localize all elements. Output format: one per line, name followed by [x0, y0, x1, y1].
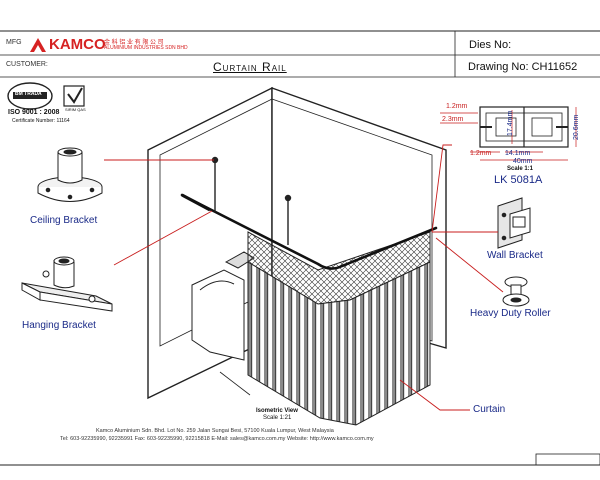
drawing-no-label: Drawing No: CH11652 — [468, 61, 578, 73]
profile-scale: Scale 1:1 — [507, 166, 534, 172]
leader-lines — [104, 144, 504, 411]
cert-badge: SIRIM QAS — [65, 107, 86, 112]
wall-bracket-drawing — [497, 197, 531, 249]
dies-no-label: Dies No: — [469, 39, 512, 51]
iso-view-scale: Scale 1:21 — [263, 415, 292, 421]
cert-number: Certificate Number: 11164 — [12, 118, 70, 124]
label-hanging-bracket: Hanging Bracket — [22, 320, 96, 331]
view-arrow-line — [219, 371, 251, 396]
label-wall-bracket: Wall Bracket — [487, 250, 543, 261]
company-sub-line1: 金 科 铝 业 有 限 公 司 — [104, 40, 164, 46]
label-ceiling-bracket: Ceiling Bracket — [30, 215, 98, 226]
rail-end — [181, 193, 211, 212]
company-sub-line2: ALUMINIUM INDUSTRIES SDN BHD — [104, 45, 188, 51]
cert-logo-text: BM TRADA — [15, 91, 42, 97]
certification-logo — [7, 82, 85, 110]
title-block — [0, 31, 600, 78]
profile-dim-7: 40mm — [513, 158, 533, 165]
footer-address: Kamco Aluminium Sdn. Bhd. Lot No. 259 Ja… — [96, 428, 334, 434]
customer-label: CUSTOMER: — [6, 61, 48, 68]
profile-dim-4: 20.6mm — [573, 114, 580, 140]
profile-dim-5: 1.2mm — [470, 150, 492, 157]
revision-box — [535, 453, 600, 466]
profile-dim-3: 17.4mm — [507, 110, 514, 136]
company-name: KAMCO — [49, 36, 106, 53]
iso-standard: ISO 9001 : 2008 — [8, 109, 60, 116]
profile-dimension-lines — [440, 107, 577, 161]
iso-view-title: Isometric View — [256, 408, 298, 414]
ceiling-bracket-drawing — [37, 147, 103, 202]
profile-code: LK 5081A — [494, 174, 543, 186]
hanging-rods — [211, 156, 292, 245]
profile-dim-6: 14.1mm — [505, 150, 531, 157]
roller-drawing — [502, 276, 530, 307]
drawing-title: Curtain Rail — [213, 60, 287, 74]
label-heavy-duty-roller: Heavy Duty Roller — [470, 308, 551, 319]
profile-dim-2: 2.3mm — [442, 116, 464, 123]
label-curtain: Curtain — [473, 404, 506, 415]
hanging-bracket-drawing — [21, 256, 113, 312]
curtain-drape — [247, 261, 431, 426]
footer-contact: Tel: 603-92235990, 92235991 Fax: 603-922… — [60, 436, 374, 442]
mfg-label: MFG — [6, 39, 22, 46]
curtain-rail — [180, 193, 438, 270]
profile-section-drawing — [479, 106, 569, 148]
profile-dim-1: 1.2mm — [446, 103, 468, 110]
kamco-logo-icon — [30, 38, 46, 52]
